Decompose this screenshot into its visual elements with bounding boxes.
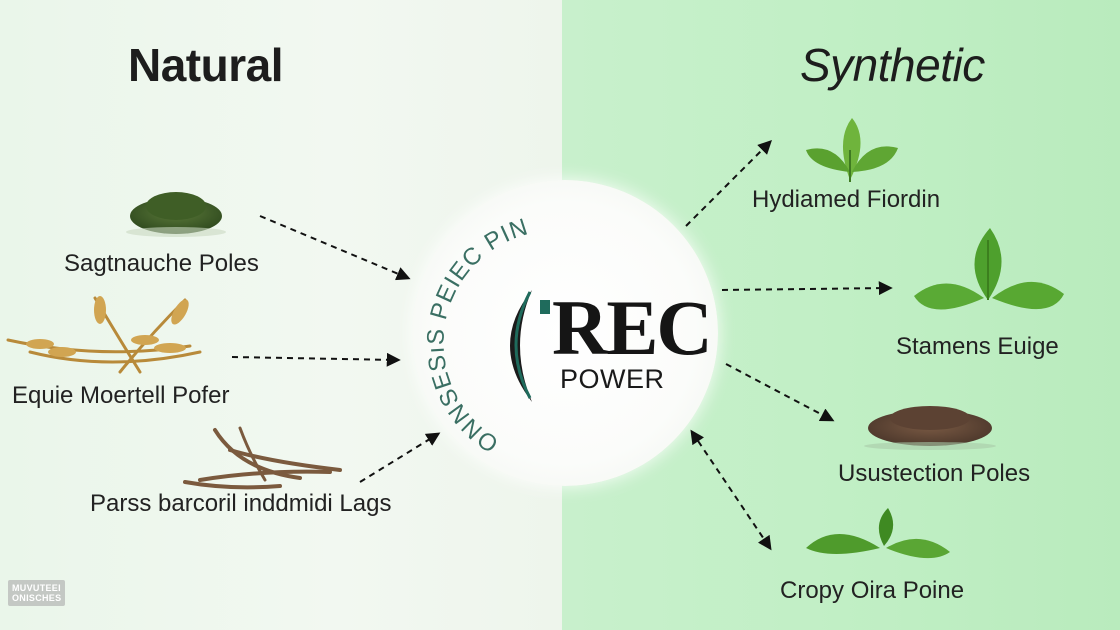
arrow-natural-1 bbox=[259, 215, 411, 281]
tea-leaf-icon bbox=[806, 508, 950, 559]
arrow-synthetic-4 bbox=[690, 429, 772, 551]
natural-item-label-3: Parss barcoril inddmidi Lags bbox=[90, 490, 392, 517]
synthetic-item-label-3: Usustection Poles bbox=[838, 460, 1031, 487]
root-icon bbox=[183, 426, 342, 490]
synthetic-item-label-1: Hydiamed Fiordin bbox=[752, 186, 941, 213]
watermark-badge: MUVUTEEI ONISCHES bbox=[8, 580, 66, 606]
seed-pile-icon bbox=[864, 406, 996, 450]
watermark-line-1: MUVUTEEI bbox=[12, 583, 61, 593]
herb-powder-icon bbox=[126, 192, 226, 237]
hub-logo-main: REC bbox=[552, 284, 713, 371]
flow-arrows bbox=[231, 140, 893, 551]
natural-item-label-1: Sagtnauche Poles bbox=[64, 250, 259, 277]
basil-leaf-icon bbox=[914, 228, 1064, 310]
arrow-synthetic-1 bbox=[685, 140, 772, 227]
wheat-icon bbox=[6, 296, 202, 374]
arrow-synthetic-2 bbox=[721, 281, 893, 296]
synthetic-heading: Synthetic bbox=[800, 39, 985, 91]
arrow-synthetic-3 bbox=[725, 363, 835, 422]
synthetic-item-label-2: Stamens Euige bbox=[896, 333, 1059, 360]
synthetic-item-label-4: Cropy Oira Poine bbox=[780, 577, 965, 604]
leaf-sprig-icon bbox=[806, 118, 898, 182]
rec-logo-mark bbox=[510, 290, 550, 402]
arrow-natural-3 bbox=[359, 432, 441, 483]
center-hub-circle bbox=[412, 180, 718, 486]
arrow-natural-2 bbox=[231, 352, 401, 367]
natural-heading: Natural bbox=[128, 39, 283, 91]
hub-logo-sub: POWER bbox=[560, 364, 665, 394]
natural-item-label-2: Equie Moertell Pofer bbox=[12, 382, 230, 409]
watermark-line-2: ONISCHES bbox=[12, 593, 62, 603]
